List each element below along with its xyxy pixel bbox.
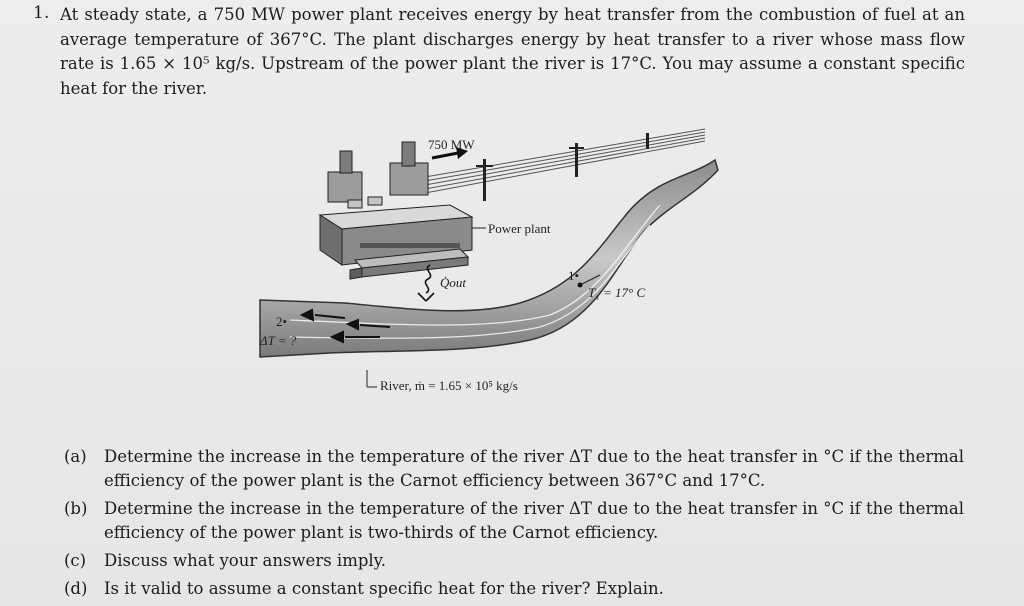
power-plant-figure: 750 MW Power plant Q̇out 1• T₁ = 17° C 2… <box>250 125 730 400</box>
question-marker: (b) <box>64 499 88 518</box>
leader-lines <box>366 227 601 388</box>
river-label: River, ṁ = 1.65 × 10⁵ kg/s <box>380 378 518 393</box>
delta-t-label: ΔT = ? <box>260 333 297 348</box>
river-flow-arrows <box>299 308 391 344</box>
problem-statement: At steady state, a 750 MW power plant re… <box>60 5 965 98</box>
question-c: (c) Discuss what your answers imply. <box>64 549 964 573</box>
question-b: (b) Determine the increase in the temper… <box>64 497 964 545</box>
t1-label: T₁ = 17° C <box>588 285 646 300</box>
question-text: Determine the increase in the temperatur… <box>104 447 964 490</box>
question-a: (a) Determine the increase in the temper… <box>64 445 964 493</box>
question-text: Discuss what your answers imply. <box>104 551 387 570</box>
question-marker: (a) <box>64 447 87 466</box>
power-output-arrow <box>431 147 468 160</box>
power-plant-diagram <box>259 128 719 388</box>
state-1-label: 1• <box>568 268 580 283</box>
question-marker: (c) <box>64 551 87 570</box>
question-text: Is it valid to assume a constant specifi… <box>104 579 664 598</box>
river-flow-lines <box>289 204 661 339</box>
question-text: Determine the increase in the temperatur… <box>104 499 964 542</box>
power-plant-label: Power plant <box>488 221 551 236</box>
transmission-lines <box>424 128 706 194</box>
state-1-point <box>577 282 583 288</box>
problem-number: 1. <box>33 3 50 23</box>
state-2-label: 2• <box>276 314 288 329</box>
question-list: (a) Determine the increase in the temper… <box>64 445 964 605</box>
power-plant-building <box>318 141 474 280</box>
heat-discharge-arrow <box>417 264 435 302</box>
question-marker: (d) <box>64 579 88 598</box>
river <box>259 158 719 358</box>
transmission-towers <box>476 133 649 201</box>
power-output-label: 750 MW <box>428 137 475 152</box>
q-out-label: Q̇out <box>440 275 466 290</box>
question-d: (d) Is it valid to assume a constant spe… <box>64 577 964 601</box>
